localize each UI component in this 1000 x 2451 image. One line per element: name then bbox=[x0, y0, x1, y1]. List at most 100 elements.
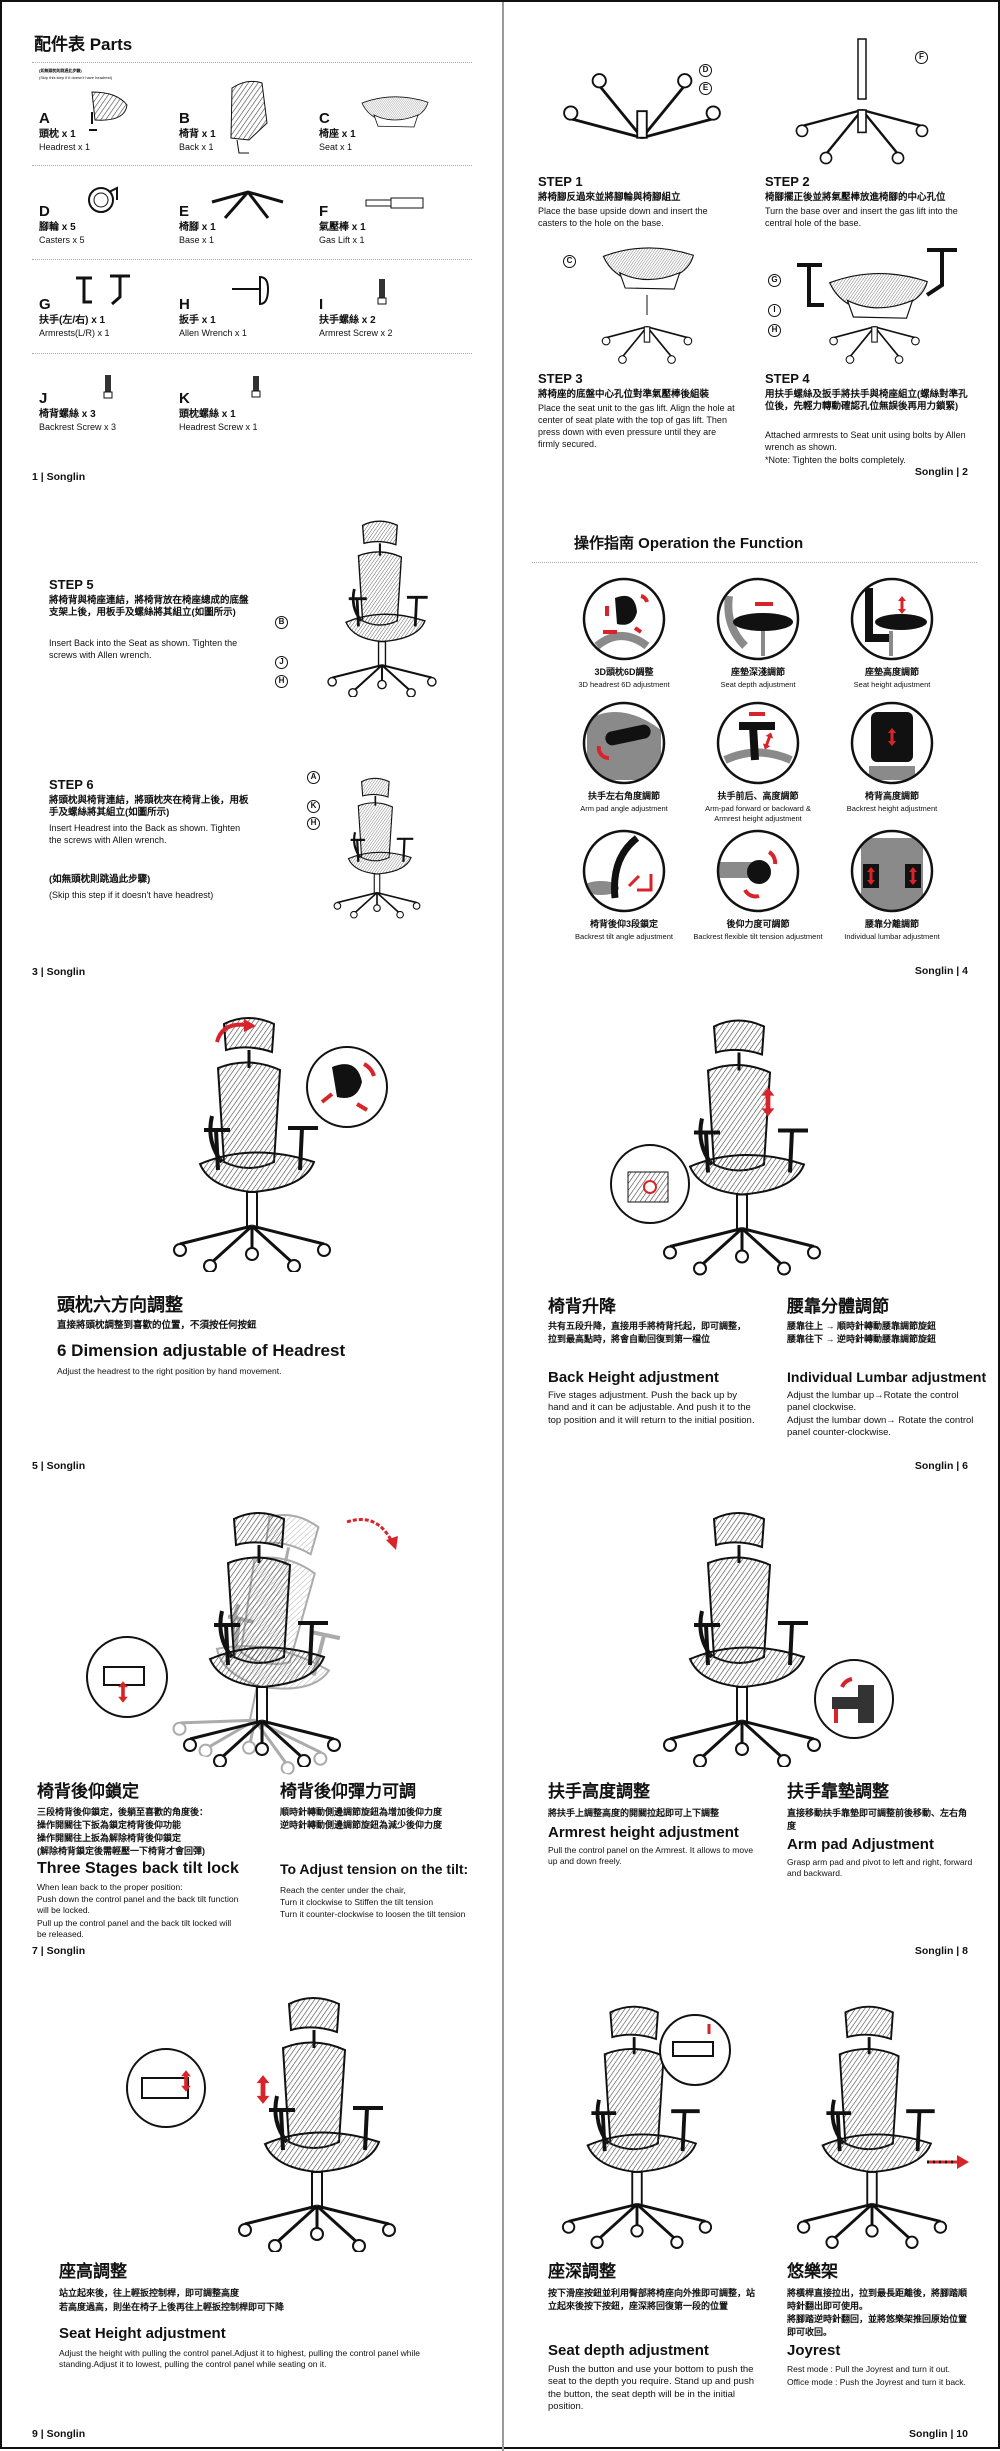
tension-en-body-1: Reach the center under the chair, bbox=[280, 1885, 406, 1895]
step3-en: Place the seat unit to the gas lift. Ali… bbox=[538, 403, 735, 450]
tension-en-body-3: Turn it counter-clockwise to loosen the … bbox=[280, 1909, 466, 1919]
function-label-en: Seat depth adjustment bbox=[720, 680, 796, 689]
joyrest-cn-title: 悠樂架 bbox=[787, 2262, 838, 2281]
up-down-arrow-icon bbox=[761, 1087, 775, 1117]
part-name-en: Allen Wrench x 1 bbox=[179, 328, 247, 338]
page-footer: Songlin | 10 bbox=[909, 2428, 968, 2440]
part-name-cn: 頭枕 x 1 bbox=[39, 129, 76, 140]
back-height-cn-body: 共有五段升降，直接用手將椅背托起，即可調整，拉到最高點時，將會自動回復到第一檔位 bbox=[548, 1321, 747, 1344]
step6-skip-en: (Skip this step if it doesn't have headr… bbox=[49, 890, 214, 900]
base-part-image bbox=[211, 190, 284, 219]
seat-depth-en-body: Push the button and use your bottom to p… bbox=[548, 2364, 754, 2413]
part-letter: J bbox=[39, 390, 48, 407]
parts-title: 配件表 Parts bbox=[34, 35, 133, 54]
tilt-lock-en-body-1: When lean back to the proper position: bbox=[37, 1882, 183, 1892]
armrest-height-en-body: Pull the control panel on the Armrest. I… bbox=[548, 1845, 754, 1867]
tilt-lock-cn-title: 椅背後仰鎖定 bbox=[37, 1782, 139, 1801]
step1-en: Place the base upside down and insert th… bbox=[538, 206, 708, 229]
joyrest-en-title: Joyrest bbox=[787, 2342, 841, 2359]
step4-en: Attached armrests to Seat unit using bol… bbox=[765, 430, 966, 453]
callout-j: J bbox=[275, 656, 288, 669]
armrest-screw-part-image bbox=[377, 279, 387, 305]
back-height-en-body: Five stages adjustment. Push the back up… bbox=[548, 1390, 755, 1426]
joyrest-en-body-1: Rest mode : Pull the Joyrest and turn it… bbox=[787, 2364, 950, 2374]
part-name-en: Backrest Screw x 3 bbox=[39, 422, 117, 432]
part-name-cn: 椅背 x 1 bbox=[179, 129, 216, 140]
lumbar-detail-inset bbox=[610, 1144, 690, 1224]
allen-wrench-part-image bbox=[232, 275, 270, 306]
back-tilt-illustration bbox=[167, 1498, 377, 1784]
part-name-en: Casters x 5 bbox=[39, 235, 85, 245]
callout-a: A bbox=[307, 771, 320, 784]
page-footer: Songlin | 8 bbox=[914, 1945, 968, 1957]
step1-cn: 將椅腳反過來並將腳輪與椅腳組立 bbox=[538, 192, 681, 203]
step1-title: STEP 1 bbox=[538, 174, 583, 189]
function-label-cn: 腰靠分離調節 bbox=[864, 919, 919, 929]
function-label-cn: 椅背高度調節 bbox=[864, 791, 919, 801]
divider bbox=[532, 562, 977, 563]
up-down-arrow-icon bbox=[256, 2075, 270, 2104]
part-name-cn: 頭枕螺絲 x 1 bbox=[179, 409, 236, 420]
page-footer: 7 | Songlin bbox=[32, 1945, 86, 1957]
step5-title: STEP 5 bbox=[49, 577, 94, 592]
step4-title: STEP 4 bbox=[765, 371, 810, 386]
lumbar-en-title: Individual Lumbar adjustment bbox=[787, 1369, 987, 1385]
armpad-cn-title: 扶手靠墊調整 bbox=[787, 1782, 889, 1801]
step6-title: STEP 6 bbox=[49, 777, 94, 792]
step5-back-illustration bbox=[326, 519, 438, 697]
part-name-cn: 腳輪 x 5 bbox=[39, 222, 76, 233]
seat-lever-detail-inset bbox=[126, 2048, 206, 2128]
joyrest-arrow-icon bbox=[929, 2155, 969, 2169]
armrest-height-cn-title: 扶手高度調整 bbox=[548, 1782, 650, 1801]
divider bbox=[32, 62, 472, 63]
part-letter: D bbox=[39, 203, 50, 220]
step3-cn: 將椅座的底盤中心孔位對準氣壓棒後組裝 bbox=[538, 389, 710, 400]
page-footer: 9 | Songlin bbox=[32, 2428, 86, 2440]
part-name-en: Back x 1 bbox=[179, 142, 214, 152]
joyrest-cn-body-2: 將腳踏逆時針翻回，並將悠樂架推回原始位置即可收回。 bbox=[787, 2314, 968, 2337]
callout-e: E bbox=[699, 82, 712, 95]
callout-c: C bbox=[563, 255, 576, 268]
backrest-height-icon bbox=[850, 701, 934, 785]
seat-depth-en-title: Seat depth adjustment bbox=[548, 2342, 709, 2359]
function-label-cn: 椅背後仰3段鎖定 bbox=[589, 919, 658, 929]
back-height-cn-title: 椅背升降 bbox=[548, 1297, 616, 1316]
part-name-cn: 椅背螺絲 x 3 bbox=[39, 409, 96, 420]
seat-height-icon bbox=[850, 577, 934, 661]
headrest-adjust-icon bbox=[582, 577, 666, 661]
armpad-cn-body: 直接移動扶手靠墊即可調整前後移動、左右角度 bbox=[787, 1808, 968, 1831]
part-name-en: Headrest x 1 bbox=[39, 142, 91, 152]
callout-k: K bbox=[307, 800, 320, 813]
part-letter: B bbox=[179, 110, 190, 127]
seat-height-cn-body-1: 站立起來後，往上輕扳控制桿，即可調整高度 bbox=[59, 2288, 240, 2298]
function-label-en: Arm pad angle adjustment bbox=[580, 804, 668, 813]
headrest-screw-part-image bbox=[251, 376, 261, 398]
function-label-en: Individual lumbar adjustment bbox=[844, 932, 940, 941]
function-label-en: Seat height adjustment bbox=[853, 680, 931, 689]
part-name-cn: 氣壓棒 x 1 bbox=[319, 222, 366, 233]
headrest-cn-body: 直接將頭枕調整到喜歡的位置，不須按任何按鈕 bbox=[57, 1320, 257, 1331]
divider bbox=[32, 165, 472, 166]
step2-title: STEP 2 bbox=[765, 174, 810, 189]
callout-g: G bbox=[768, 274, 781, 287]
seat-height-en-title: Seat Height adjustment bbox=[59, 2325, 226, 2342]
lumbar-cn-title: 腰靠分體調節 bbox=[787, 1297, 889, 1316]
part-name-en: Armrests(L/R) x 1 bbox=[39, 328, 110, 338]
joyrest-illustration bbox=[795, 2004, 962, 2250]
seat-height-cn-body-2: 若高度過高，則坐在椅子上後再往上輕扳控制桿即可下降 bbox=[59, 2302, 285, 2312]
part-letter: C bbox=[319, 110, 330, 127]
tilt-arrow-icon bbox=[346, 1518, 398, 1550]
part-name-cn: 扶手螺絲 x 2 bbox=[319, 315, 376, 326]
seat-height-cn-title: 座高調整 bbox=[59, 2262, 127, 2281]
callout-b: B bbox=[275, 616, 288, 629]
headrest-en-title: 6 Dimension adjustable of Headrest bbox=[57, 1341, 346, 1360]
tension-en-title: To Adjust tension on the tilt: bbox=[280, 1861, 469, 1877]
function-label-cn: 3D頭枕6D調整 bbox=[594, 667, 654, 677]
part-name-cn: 扶手(左/右) x 1 bbox=[39, 315, 106, 326]
armrest-height-en-title: Armrest height adjustment bbox=[548, 1824, 739, 1841]
part-letter: K bbox=[179, 390, 190, 407]
armrests-part-image bbox=[76, 274, 130, 306]
function-label-cn: 座墊高度調節 bbox=[864, 667, 919, 677]
part-name-en: Gas Lift x 1 bbox=[319, 235, 365, 245]
